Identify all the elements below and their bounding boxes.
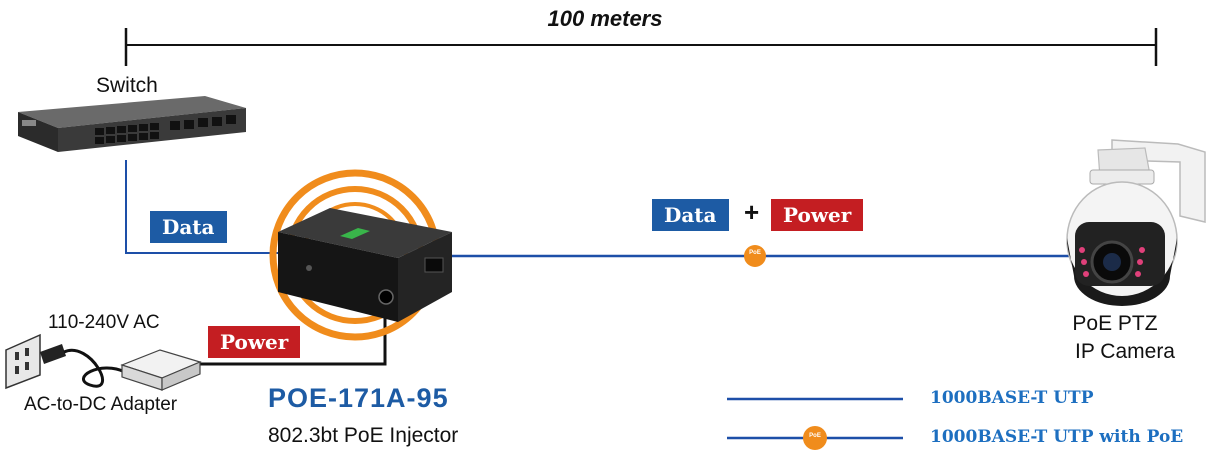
plug-icon [40, 344, 126, 388]
plus-sign: + [744, 197, 760, 227]
distance-label: 100 meters [547, 6, 663, 31]
data-tag: Data [150, 211, 227, 243]
switch-label: Switch [96, 74, 158, 97]
distance-bracket [124, 28, 1158, 66]
camera-label-line1: PoE PTZ [1072, 312, 1158, 335]
data-tag-poe: Data [652, 199, 729, 231]
switch-icon [18, 96, 246, 152]
legend-poe-marker-label: PoE [809, 433, 821, 439]
legend-label-utp: 1000BASE-T UTP [930, 388, 1094, 408]
legend-poe-marker [803, 426, 827, 450]
injector-icon [278, 208, 452, 322]
power-tag: Power [208, 326, 301, 358]
camera-icon [1066, 139, 1206, 306]
ac-voltage-label: 110-240V AC [48, 312, 160, 333]
outlet-icon [5, 333, 41, 390]
switch-data-cable [125, 160, 285, 254]
adapter-label: AC-to-DC Adapter [24, 394, 178, 415]
poe-cable-marker [744, 245, 766, 267]
model-description: 802.3bt PoE Injector [268, 424, 459, 447]
power-cable [175, 300, 387, 366]
adapter-icon [120, 349, 202, 391]
poe-marker-label: PoE [749, 250, 761, 256]
model-name: POE-171A-95 [268, 383, 449, 413]
legend-label-poe: 1000BASE-T UTP with PoE [930, 427, 1184, 447]
power-tag-poe: Power [771, 199, 864, 231]
camera-label-line2: IP Camera [1075, 340, 1175, 363]
